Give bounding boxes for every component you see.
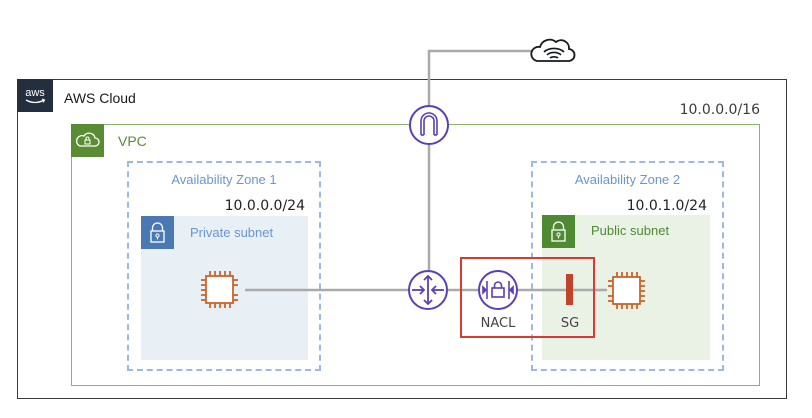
aws-logo-text: aws	[25, 87, 45, 99]
nacl-sg-highlight-box	[460, 257, 595, 338]
private-subnet-cidr: 10.0.0.0/24	[224, 198, 305, 214]
availability-zone-2	[531, 161, 724, 371]
nacl-label: NACL	[480, 316, 516, 331]
vpc-cidr: 10.0.0.0/16	[679, 102, 760, 118]
public-subnet-lock-icon	[542, 215, 575, 248]
internet-cloud-icon	[530, 38, 576, 62]
availability-zone-2-label: Availability Zone 2	[574, 172, 681, 187]
aws-cloud-label: AWS Cloud	[64, 90, 136, 106]
nacl-icon	[478, 270, 518, 310]
ec2-instance-icon-private	[201, 271, 238, 308]
sg-label: SG	[560, 316, 580, 331]
public-subnet-label: Public subnet	[591, 223, 670, 238]
aws-cloud-group	[17, 79, 787, 399]
public-subnet-cidr: 10.0.1.0/24	[626, 198, 707, 214]
router-icon	[408, 270, 448, 310]
availability-zone-1	[127, 161, 321, 371]
vpc-cloud-lock-icon	[71, 124, 104, 157]
ec2-instance-icon-public	[608, 272, 645, 309]
internet-connector	[427, 49, 532, 106]
private-subnet-lock-icon	[141, 216, 174, 249]
aws-smile-icon	[25, 99, 45, 104]
aws-logo: aws	[17, 79, 53, 112]
availability-zone-1-label: Availability Zone 1	[171, 172, 277, 187]
connectors	[245, 49, 607, 292]
vpc-label: VPC	[118, 133, 147, 149]
private-subnet-label: Private subnet	[190, 225, 274, 240]
internet-gateway-icon	[409, 105, 449, 145]
security-group-bar	[566, 274, 573, 305]
